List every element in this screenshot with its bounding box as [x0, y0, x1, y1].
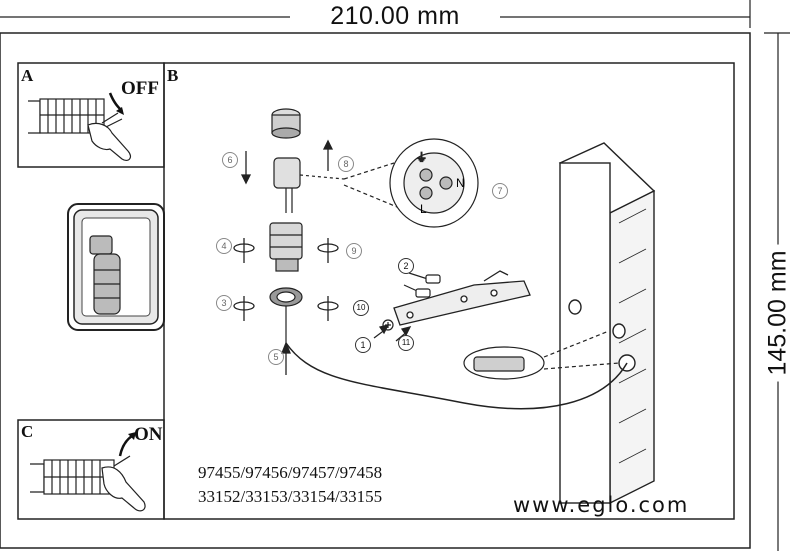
arrow-icon	[373, 324, 412, 342]
earth-symbol-icon: ⏚	[416, 151, 427, 164]
assembly-diagram: ⏚ N L	[233, 108, 656, 505]
product-codes: 97455/97456/97457/97458 33152/33153/3315…	[198, 461, 382, 509]
terminal-block-icon	[28, 98, 105, 134]
cable-gland-icon	[269, 222, 303, 343]
arrow-icon	[240, 139, 334, 375]
arrow-icon	[108, 92, 124, 115]
neutral-mark: N	[456, 176, 465, 190]
step-marker: 4	[216, 238, 232, 254]
cable-gland-icon	[89, 235, 121, 315]
terminal-block-icon	[30, 459, 115, 495]
wall-plug-icon	[463, 330, 620, 380]
website-link[interactable]: www.eglo.com	[513, 493, 690, 517]
step-marker: 3	[216, 295, 232, 311]
connector-icon	[273, 157, 345, 213]
end-cap-icon	[271, 108, 301, 139]
panel-b-letter: B	[167, 66, 179, 85]
width-dimension-label: 210.00 mm	[290, 2, 500, 31]
hand-icon	[87, 112, 132, 162]
step-marker: 6	[222, 152, 238, 168]
panel-c-illustration	[30, 432, 146, 512]
live-mark: L	[420, 202, 427, 216]
step-marker: 7	[492, 183, 508, 199]
step-marker: 2	[398, 258, 414, 274]
mounting-bracket-icon	[393, 270, 531, 326]
cable-icon	[285, 342, 628, 410]
rotation-arrow-icon	[233, 238, 339, 321]
panel-c-letter: C	[21, 422, 34, 441]
step-marker: 1	[355, 337, 371, 353]
hand-icon	[101, 455, 146, 512]
step-marker: 8	[338, 156, 354, 172]
wall-icon	[558, 142, 656, 505]
height-dimension-label: 145.00 mm	[763, 243, 790, 382]
step-marker: 5	[268, 349, 284, 365]
panel-a-letter: A	[21, 66, 34, 85]
fixture-illustration	[67, 203, 165, 331]
step-marker: 10	[353, 300, 369, 316]
on-label: ON	[134, 424, 163, 445]
arrow-icon	[118, 432, 136, 457]
step-marker: 9	[346, 243, 362, 259]
height-dimension-container: 145.00 mm	[748, 240, 790, 385]
product-codes-line-1: 97455/97456/97457/97458	[198, 463, 383, 482]
off-label: OFF	[121, 78, 159, 99]
step-marker: 11	[398, 335, 414, 351]
product-codes-line-2: 33152/33153/33154/33155	[198, 487, 383, 506]
terminal-detail-icon: ⏚	[343, 138, 479, 228]
panel-a-illustration	[28, 92, 132, 162]
